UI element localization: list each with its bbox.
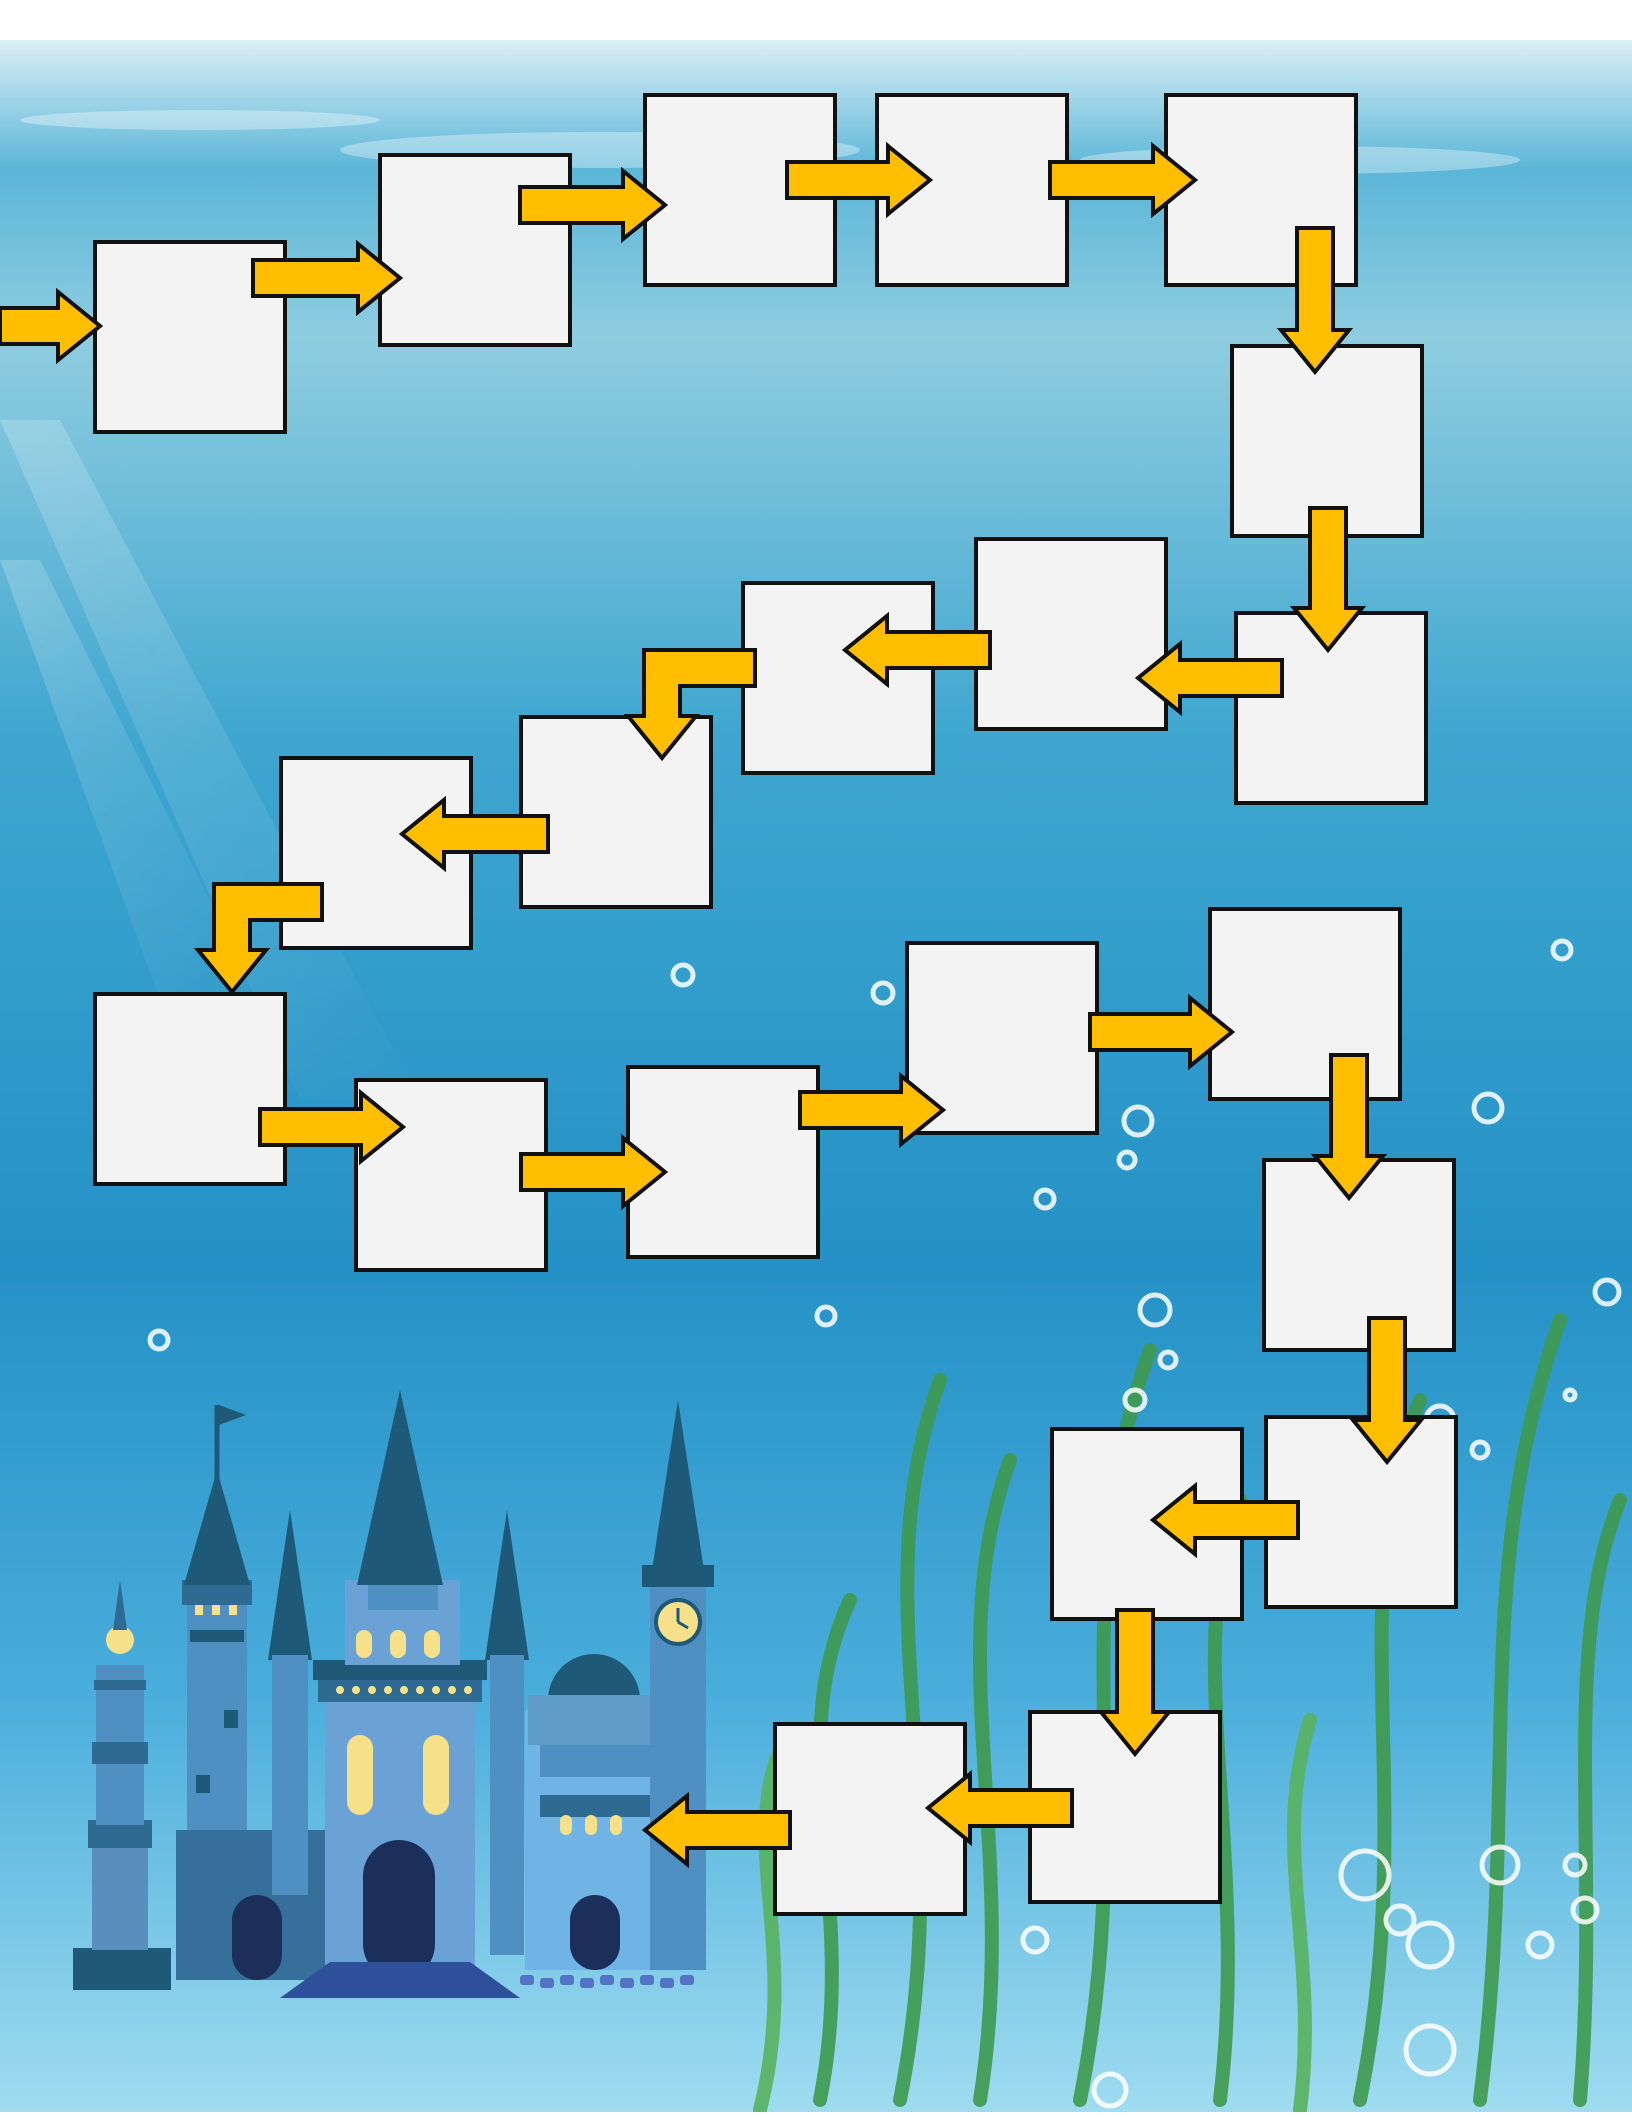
board-square <box>95 994 285 1184</box>
board-square <box>1210 909 1400 1099</box>
board-square <box>521 717 711 907</box>
board-square <box>356 1080 546 1270</box>
board-square <box>743 583 933 773</box>
castle-icon <box>73 1390 714 1998</box>
clock-icon <box>656 1600 700 1644</box>
board-square <box>628 1067 818 1257</box>
path-arrow-icon <box>0 292 100 360</box>
board-square <box>775 1724 965 1914</box>
board-square <box>380 155 570 345</box>
board-square <box>976 539 1166 729</box>
